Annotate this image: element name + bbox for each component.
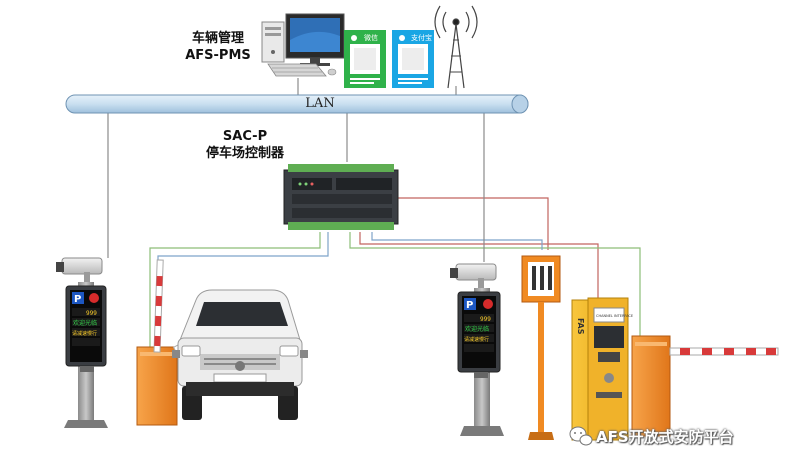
right-display-line1: 999 [480, 316, 491, 323]
wechat-icon [351, 35, 357, 41]
right-display-line2: 欢迎光临 [465, 325, 489, 333]
lan-label: LAN [305, 96, 335, 111]
camera-icon-right [450, 263, 497, 288]
led-display-right [457, 288, 504, 436]
car-icon [172, 289, 308, 420]
cable-green [349, 232, 641, 336]
left-display-line3: 请减速慢行 [72, 330, 97, 337]
ticket-machine-icon [571, 297, 629, 441]
controller-label: SAC-P 停车场控制器 [195, 128, 295, 162]
left-display-line2: 欢迎光临 [73, 319, 97, 327]
controller-label-line1: SAC-P [222, 129, 268, 144]
cable-red-2 [359, 232, 599, 300]
pms-label-line2: AFS-PMS [185, 48, 251, 63]
cable-green-left [149, 232, 321, 348]
controller-label-line2: 停车场控制器 [205, 146, 284, 161]
wechat-icon [569, 426, 593, 446]
lan-bus [65, 94, 529, 114]
ticket-machine-side-text: FAS [576, 318, 585, 335]
right-display-line3: 请减速慢行 [464, 336, 489, 343]
cable-blue-right [371, 232, 543, 250]
alipay-icon [399, 35, 405, 41]
cables [107, 78, 641, 348]
ticket-machine-panel-text: CHANNEL INTERFACE [596, 314, 633, 318]
barrier-gate-right [631, 335, 779, 437]
pms-label-line1: 车辆管理 [191, 31, 244, 46]
qr-card-alipay [392, 30, 434, 88]
qr-code-icon [354, 48, 376, 70]
sign-board-icon [521, 255, 561, 440]
wechat-card-header: 微信 [364, 33, 378, 42]
right-display-p-sign: P [466, 300, 473, 311]
qr-card-wechat [344, 30, 386, 88]
antenna-icon [434, 5, 478, 89]
watermark: AFS开放式安防平台 [566, 423, 791, 449]
camera-icon [56, 257, 103, 284]
watermark-text: AFS开放式安防平台 [596, 427, 734, 446]
cable-red [398, 197, 549, 250]
left-display-p-sign: P [74, 294, 81, 305]
left-display-line1: 999 [86, 310, 97, 317]
alipay-card-header: 支付宝 [411, 33, 432, 42]
led-display-left [64, 282, 108, 428]
controller-device [283, 164, 399, 230]
computer-icon [261, 13, 345, 77]
pms-label: 车辆管理 AFS-PMS [168, 30, 268, 64]
qr-code-icon [402, 48, 424, 70]
